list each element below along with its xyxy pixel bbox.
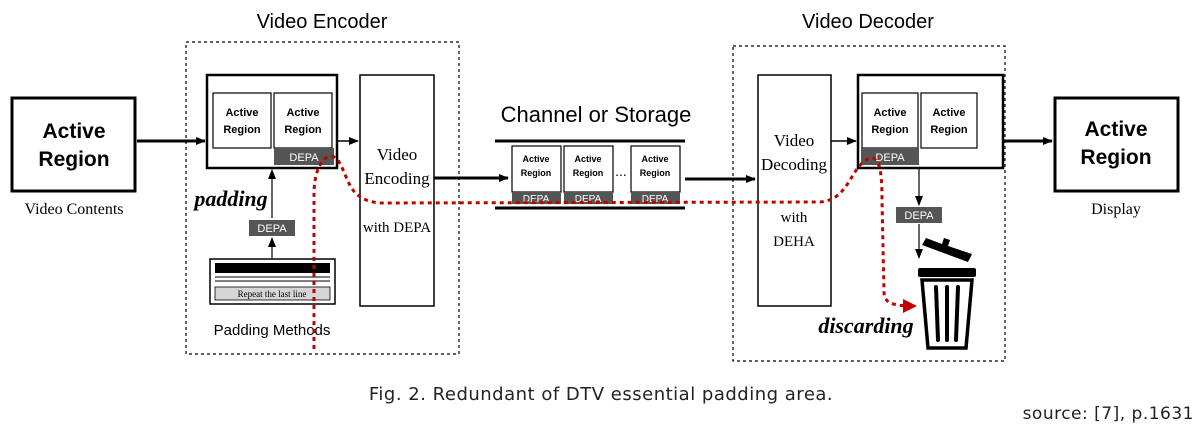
channel-title: Channel or Storage xyxy=(501,102,692,127)
output-region-label: Region xyxy=(1080,146,1151,169)
decoder-small-depa xyxy=(896,207,942,223)
video-encoding-box xyxy=(359,74,435,307)
decoder-active-region-1 xyxy=(861,92,919,149)
padding-method-black-bar xyxy=(215,263,330,273)
channel-frame2-depa xyxy=(564,192,613,204)
decoding-line2: Decoding xyxy=(761,155,828,174)
channel-ellipsis: ... xyxy=(615,163,627,179)
encoding-line1: Video xyxy=(377,145,418,164)
encoder-active-region-1 xyxy=(212,92,272,149)
input-active-region-box xyxy=(10,96,137,193)
channel-frame3-line1: Active xyxy=(641,154,668,164)
padding-method-repeat-text: Repeat the last line xyxy=(238,289,307,299)
channel-frame2-depa-label: DEPA xyxy=(575,194,602,205)
padding-methods-caption: Padding Methods xyxy=(214,322,331,339)
channel-frame-1 xyxy=(511,145,562,193)
channel-frame-2 xyxy=(563,145,614,193)
encoding-line2: Encoding xyxy=(364,169,430,188)
source-citation: source: [7], p.1631 xyxy=(1022,404,1194,424)
video-decoding-box xyxy=(757,74,832,307)
encoder-active-region-2 xyxy=(273,92,333,149)
channel-frame-3 xyxy=(630,145,681,193)
display-caption: Display xyxy=(1091,201,1141,218)
channel-frame1-depa-label: DEPA xyxy=(523,194,550,205)
padding-label: padding xyxy=(192,186,267,211)
decoding-line4: DEHA xyxy=(773,234,815,250)
channel-frame3-line2: Region xyxy=(640,168,671,178)
trash-can-icon xyxy=(918,238,976,350)
decoder-region1-line2: Region xyxy=(871,124,909,136)
encoder-region1-line1: Active xyxy=(225,107,258,119)
figure-caption: Fig. 2. Redundant of DTV essential paddi… xyxy=(368,384,834,405)
output-active-label: Active xyxy=(1084,118,1147,141)
encoder-title: Video Encoder xyxy=(257,11,388,33)
encoder-dashed-boundary xyxy=(185,41,460,355)
decoding-line3: with xyxy=(781,210,808,226)
decoding-line1: Video xyxy=(774,131,815,150)
decoder-title: Video Decoder xyxy=(802,11,934,33)
encoder-region2-line1: Active xyxy=(286,107,319,119)
video-contents-caption: Video Contents xyxy=(24,201,123,218)
decoder-active-region-2 xyxy=(920,92,978,149)
channel-frame2-line2: Region xyxy=(573,168,604,178)
encoding-line3: with DEPA xyxy=(363,220,431,236)
decoder-small-depa-label: DEPA xyxy=(904,210,934,222)
channel-frame1-depa xyxy=(512,192,561,204)
encoder-region2-line2: Region xyxy=(284,124,322,136)
encoder-depa-bar xyxy=(274,148,334,165)
channel-frame1-line1: Active xyxy=(522,154,549,164)
padding-method-repeat-row xyxy=(214,286,331,301)
encoder-small-depa xyxy=(249,220,295,236)
encoder-small-depa-label: DEPA xyxy=(257,223,287,235)
channel-frame2-line1: Active xyxy=(574,154,601,164)
decoder-region2-line2: Region xyxy=(930,124,968,136)
channel-frame3-depa-label: DEPA xyxy=(642,194,669,205)
input-region-label: Region xyxy=(38,148,109,171)
output-active-region-box xyxy=(1053,96,1180,193)
decoder-region1-line1: Active xyxy=(873,107,906,119)
depa-red-dashed-path xyxy=(312,154,917,349)
channel-frame1-line2: Region xyxy=(521,168,552,178)
channel-frame3-depa xyxy=(631,192,680,204)
decoder-depa-label: DEPA xyxy=(875,152,905,164)
discarding-label: discarding xyxy=(818,313,913,338)
decoder-region2-line1: Active xyxy=(932,107,965,119)
input-active-label: Active xyxy=(42,120,105,143)
encoder-region1-line2: Region xyxy=(223,124,261,136)
encoder-depa-label: DEPA xyxy=(289,152,319,164)
